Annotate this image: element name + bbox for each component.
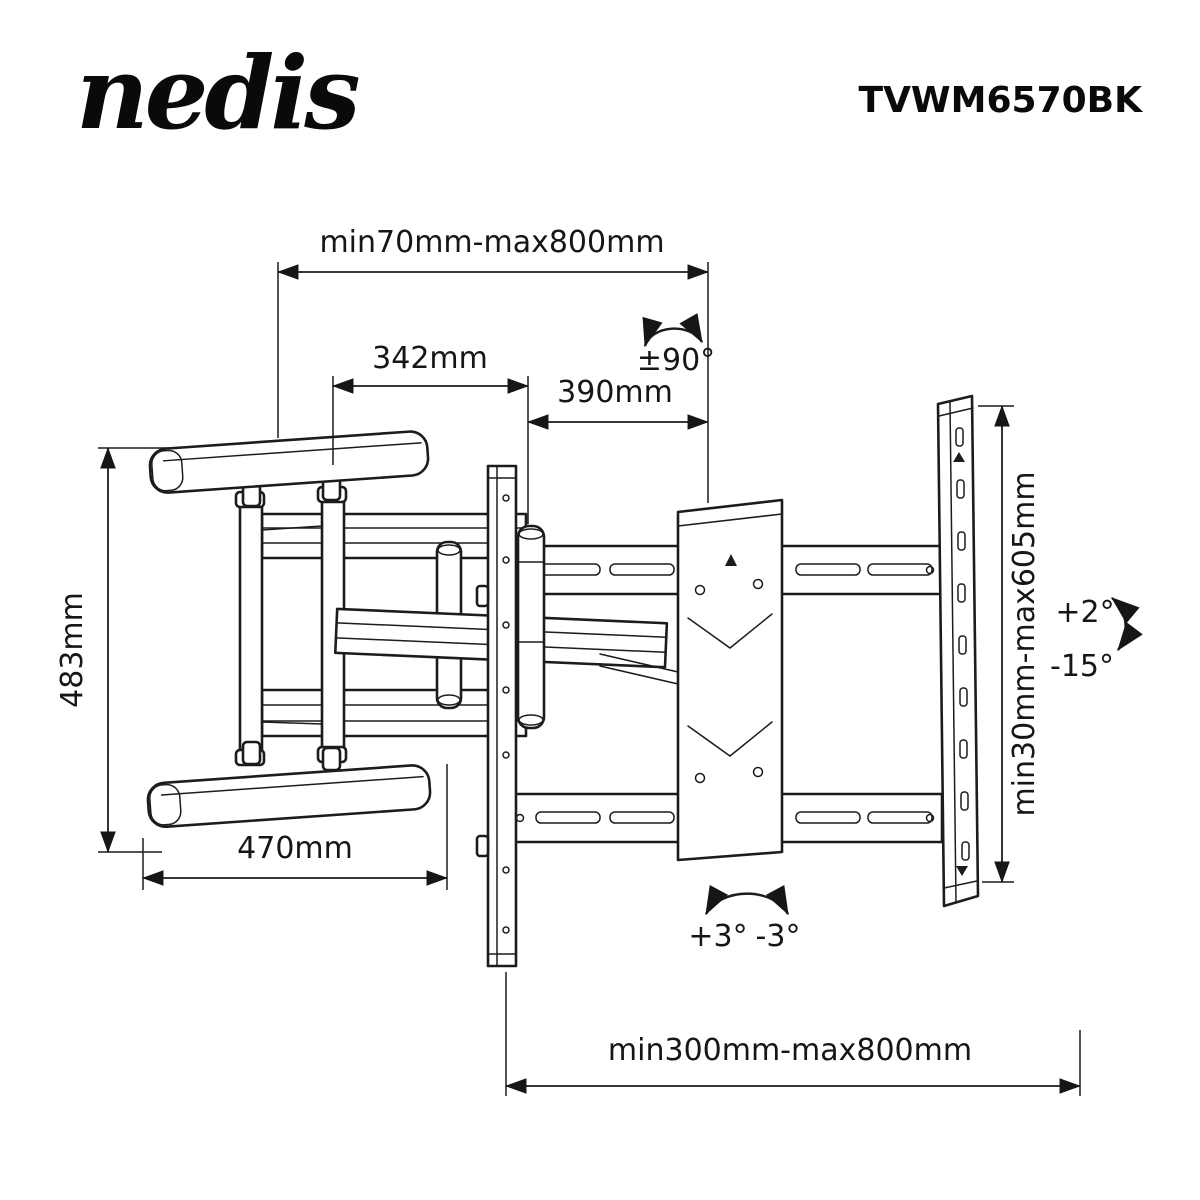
- roll-minus-label: -3°: [756, 919, 801, 954]
- dim-extension-range-label: min70mm-max800mm: [319, 225, 664, 260]
- dim-483-label: 483mm: [55, 592, 90, 708]
- roll-indicator: +3° -3°: [688, 885, 801, 954]
- dim-470: 470mm: [142, 764, 448, 890]
- wall-frame: [234, 485, 348, 767]
- pivot-post-b: [516, 524, 546, 730]
- right-tv-rail: [936, 394, 980, 908]
- model-number: TVWM6570BK: [859, 80, 1144, 121]
- swivel-indicator: ±90°: [637, 313, 715, 378]
- roll-plus-label: +3°: [688, 919, 747, 954]
- tilt-down-label: -15°: [1050, 649, 1114, 684]
- tilt-arrow-icon: [1111, 597, 1143, 652]
- lower-extension-arm: [260, 688, 528, 738]
- left-tv-rail: [475, 464, 518, 968]
- dim-342: 342mm: [332, 341, 529, 524]
- upper-wall-arm: [148, 430, 430, 494]
- dim-bottom-span-label: min300mm-max800mm: [608, 1033, 972, 1068]
- dim-390-label: 390mm: [557, 375, 673, 410]
- dim-390: 390mm: [527, 375, 709, 430]
- dim-470-label: 470mm: [237, 831, 353, 866]
- dim-vesa-height-label: min30mm-max605mm: [1007, 471, 1042, 816]
- dim-vesa-height: min30mm-max605mm: [978, 405, 1042, 883]
- brand-logo: nedis: [76, 34, 359, 152]
- tilt-up-label: +2°: [1055, 595, 1114, 630]
- upper-extension-arm: [260, 512, 528, 560]
- dim-483: 483mm: [55, 447, 170, 853]
- swivel-arrow-icon: [642, 313, 704, 348]
- dim-extension-range: min70mm-max800mm: [277, 225, 709, 503]
- arm-link: [599, 653, 679, 685]
- swivel-angle-label: ±90°: [637, 343, 715, 378]
- tilt-indicator: +2° -15°: [1050, 595, 1143, 684]
- wall-plate: [676, 498, 784, 862]
- roll-arrow-icon: [704, 885, 790, 916]
- lower-wall-arm: [146, 764, 432, 829]
- dim-bottom-span: min300mm-max800mm: [505, 972, 1081, 1096]
- dim-342-label: 342mm: [372, 341, 488, 376]
